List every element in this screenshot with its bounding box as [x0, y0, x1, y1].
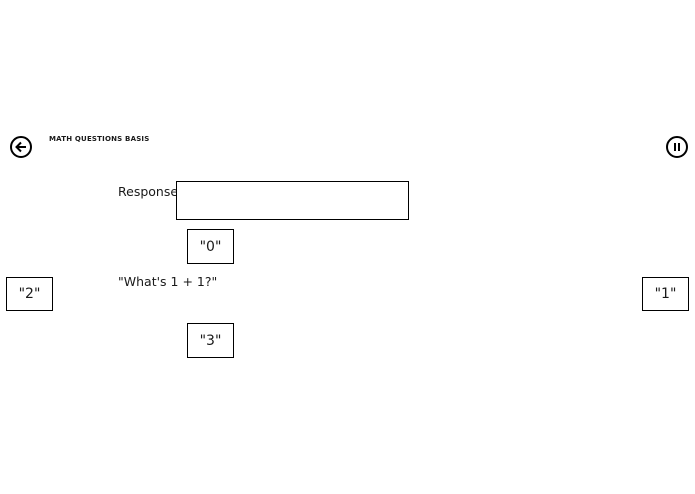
pause-button[interactable] — [666, 136, 688, 158]
question-text: "What's 1 + 1?" — [118, 274, 218, 289]
response-input[interactable] — [176, 181, 409, 220]
page-title: MATH QUESTIONS BASIS — [49, 135, 150, 143]
arrow-left-icon — [15, 141, 27, 153]
answer-button-left[interactable]: "2" — [6, 277, 53, 311]
back-button[interactable] — [10, 136, 32, 158]
answer-button-bottom[interactable]: "3" — [187, 323, 234, 358]
response-label: Response — [118, 184, 179, 199]
pause-icon — [673, 142, 681, 152]
answer-button-top[interactable]: "0" — [187, 229, 234, 264]
answer-button-right[interactable]: "1" — [642, 277, 689, 311]
